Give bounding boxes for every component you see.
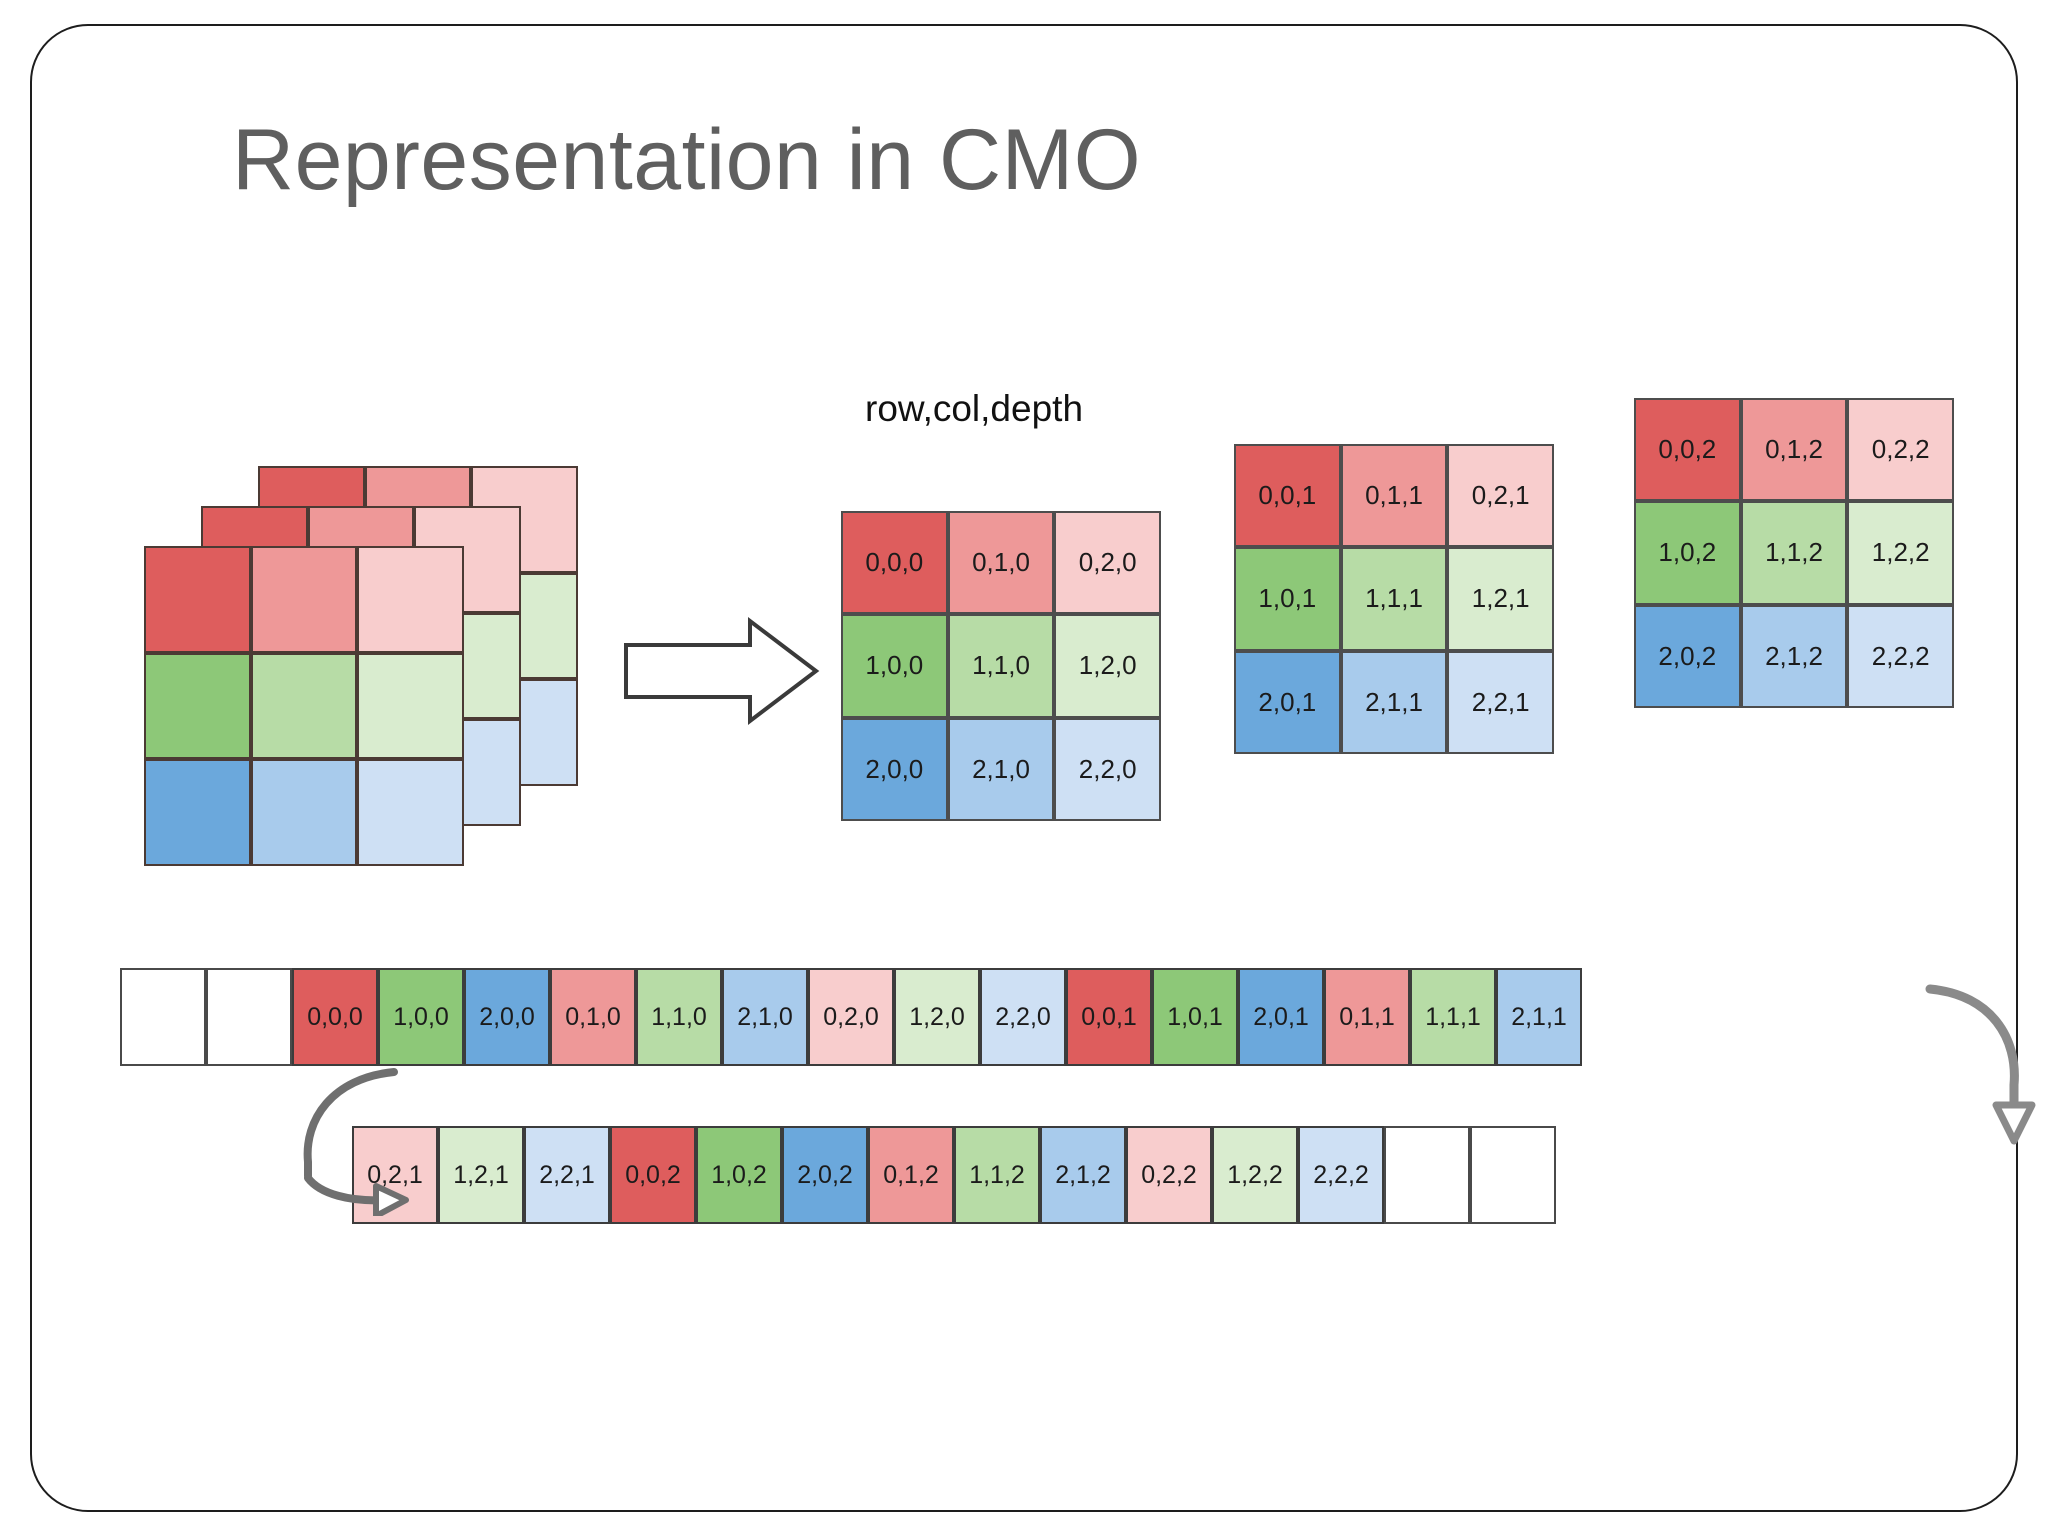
array-cell: 2,2,0: [980, 968, 1066, 1066]
cube-slice-depth-0: [144, 546, 465, 866]
array-cell: 0,2,0: [808, 968, 894, 1066]
grid-cell: 0,0,0: [841, 511, 948, 615]
cube-cell: [250, 546, 358, 653]
grid-cell: 2,0,2: [1634, 604, 1741, 708]
array-cell: 1,1,0: [636, 968, 722, 1066]
array-cell: 2,1,2: [1040, 1126, 1126, 1224]
grid-cell: 0,2,2: [1847, 398, 1955, 502]
grid-cell: 1,0,1: [1234, 547, 1341, 651]
grid-cell: 1,0,2: [1634, 501, 1741, 605]
array-cell-empty: [1384, 1126, 1470, 1224]
slide-frame: Representation in CMO row,col,depth 0,0,…: [30, 24, 2036, 1512]
wrap-arrow-right-icon: [1925, 984, 2036, 1145]
array-cell: 1,2,2: [1212, 1126, 1298, 1224]
grid-cell: 0,0,2: [1634, 398, 1741, 502]
grid-cell: 1,1,1: [1340, 547, 1448, 651]
page-title: Representation in CMO: [232, 112, 1142, 208]
cube-cell: [250, 652, 358, 760]
grid-cell: 2,1,0: [947, 717, 1055, 821]
array-cell: 2,1,1: [1496, 968, 1582, 1066]
cube-cell: [144, 652, 251, 760]
transform-arrow-icon: [624, 616, 820, 726]
array-cell: 1,0,0: [378, 968, 464, 1066]
array-cell: 2,0,1: [1238, 968, 1324, 1066]
grid-cell: 1,2,1: [1447, 547, 1555, 651]
grid-cell: 0,1,2: [1740, 398, 1848, 502]
grid-cell: 2,1,1: [1340, 650, 1448, 754]
array-cell: 1,2,0: [894, 968, 980, 1066]
grid-cell: 2,2,0: [1054, 717, 1162, 821]
cube-cell: [357, 546, 465, 653]
grid-cell: 0,1,1: [1340, 444, 1448, 548]
cube-cell: [144, 759, 251, 866]
axis-order-label: row,col,depth: [865, 388, 1084, 429]
array-cell: 2,0,2: [782, 1126, 868, 1224]
array-cell: 0,0,2: [610, 1126, 696, 1224]
grid-cell: 2,0,1: [1234, 650, 1341, 754]
grid-cell: 0,2,0: [1054, 511, 1162, 615]
grid-cell: 2,2,1: [1447, 650, 1555, 754]
wrap-arrow-left-icon: [303, 1068, 409, 1216]
array-cell: 1,2,1: [438, 1126, 524, 1224]
array-cell: 2,2,2: [1298, 1126, 1384, 1224]
grid-cell: 2,1,2: [1740, 604, 1848, 708]
cube-cell: [144, 546, 251, 653]
array-cell-empty: [206, 968, 292, 1066]
grid-cell: 2,2,2: [1847, 604, 1955, 708]
cube-cell: [357, 759, 465, 866]
array-cell: 1,1,2: [954, 1126, 1040, 1224]
grid-cell: 0,0,1: [1234, 444, 1341, 548]
array-cell: 0,1,1: [1324, 968, 1410, 1066]
array-cell: 0,0,0: [292, 968, 378, 1066]
array-cell: 2,2,1: [524, 1126, 610, 1224]
array-cell-empty: [1470, 1126, 1556, 1224]
array-cell: 1,0,1: [1152, 968, 1238, 1066]
grid-cell: 0,1,0: [947, 511, 1055, 615]
grid-cell: 1,1,2: [1740, 501, 1848, 605]
array-cell: 0,2,2: [1126, 1126, 1212, 1224]
array-cell-empty: [120, 968, 206, 1066]
array-cell: 1,1,1: [1410, 968, 1496, 1066]
grid-cell: 1,0,0: [841, 614, 948, 718]
array-cell: 1,0,2: [696, 1126, 782, 1224]
array-cell: 2,1,0: [722, 968, 808, 1066]
grid-cell: 1,1,0: [947, 614, 1055, 718]
array-cell: 0,0,1: [1066, 968, 1152, 1066]
stacked-3d-array: [144, 466, 604, 886]
array-cell: 0,1,2: [868, 1126, 954, 1224]
grid-cell: 1,2,2: [1847, 501, 1955, 605]
grid-cell: 2,0,0: [841, 717, 948, 821]
array-cell: 2,0,0: [464, 968, 550, 1066]
array-cell: 0,1,0: [550, 968, 636, 1066]
grid-cell: 0,2,1: [1447, 444, 1555, 548]
cube-cell: [250, 759, 358, 866]
grid-cell: 1,2,0: [1054, 614, 1162, 718]
cube-cell: [357, 652, 465, 760]
